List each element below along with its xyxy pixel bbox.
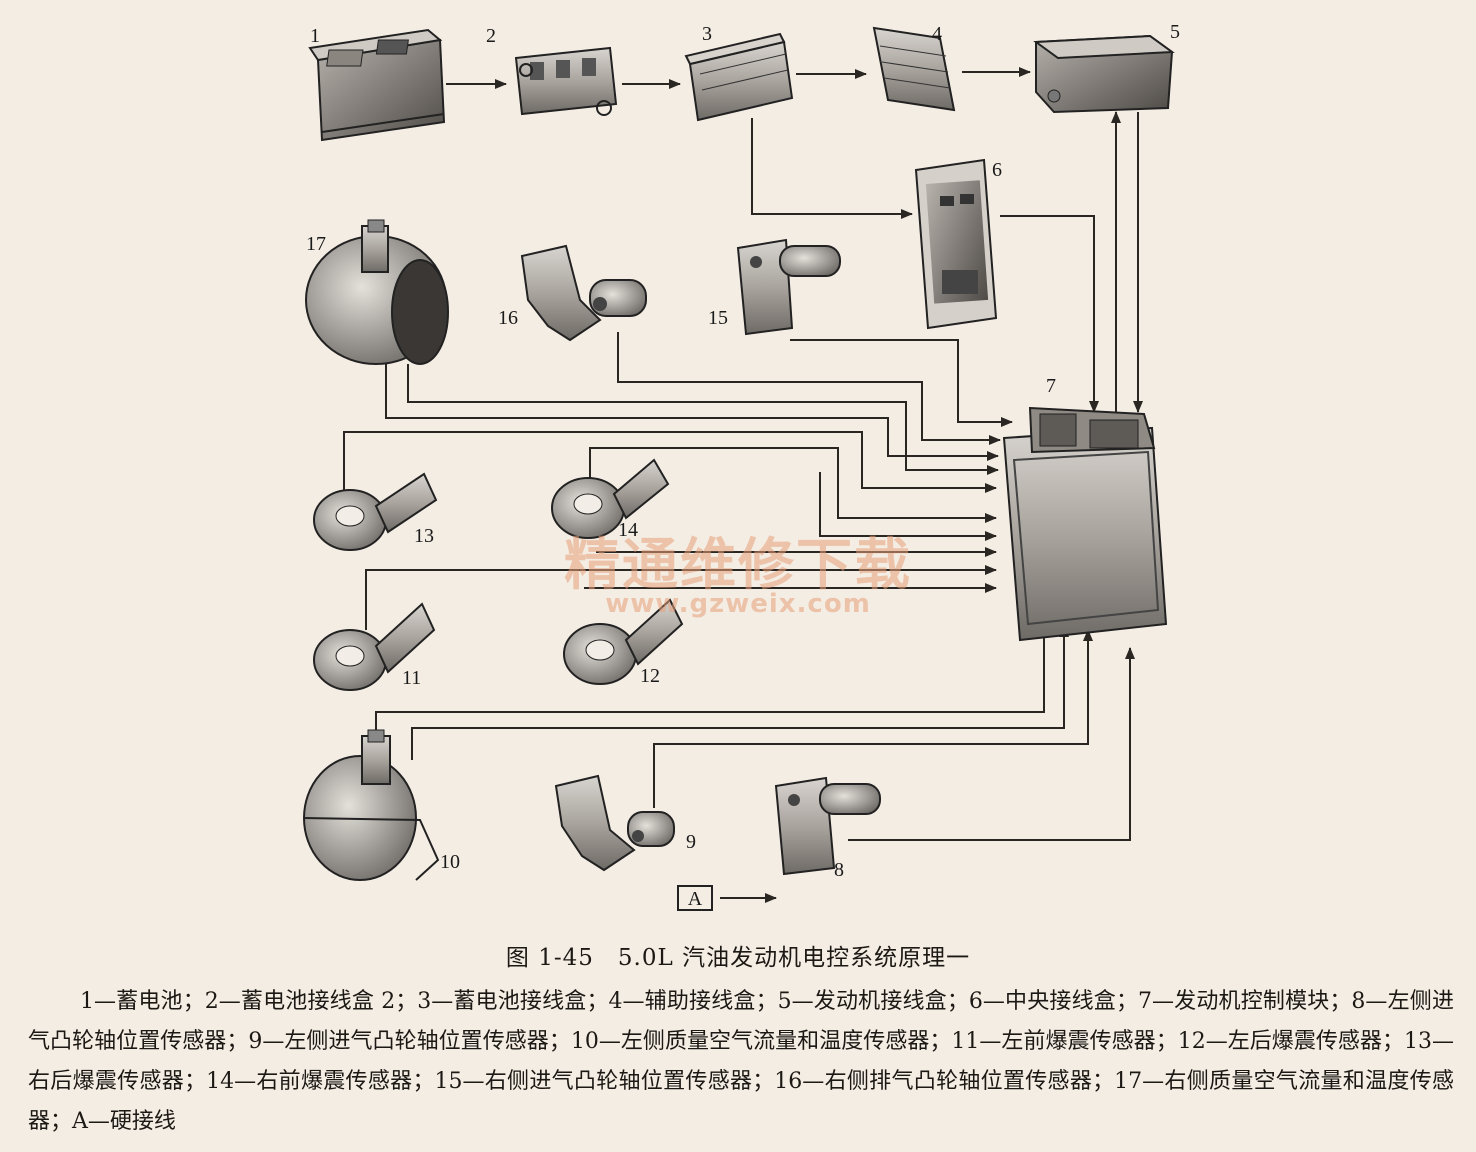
label-8: 8 — [834, 859, 844, 881]
left-intake-cam-sensor-9 — [554, 774, 675, 872]
central-junction-box — [914, 158, 998, 330]
battery-junction-box-2 — [514, 46, 618, 116]
engine-junction-box — [1033, 34, 1175, 114]
watermark-cn: 精通维修下载 — [564, 533, 912, 598]
watermark: 精通维修下载 www.gzweix.com — [564, 533, 912, 619]
label-10: 10 — [440, 851, 460, 873]
wiring — [343, 67, 1143, 841]
right-front-knock-sensor — [551, 458, 670, 539]
label-15: 15 — [708, 307, 728, 329]
hard-wire-legend: A — [677, 885, 777, 911]
label-14: 14 — [618, 519, 638, 541]
label-4: 4 — [932, 23, 942, 45]
figure-legend: 1—蓄电池；2—蓄电池接线盒 2；3—蓄电池接线盒；4—辅助接线盒；5—发动机接… — [28, 989, 1454, 1134]
label-9: 9 — [686, 831, 696, 853]
label-1: 1 — [310, 25, 320, 47]
label-13: 13 — [414, 525, 434, 547]
label-7: 7 — [1046, 375, 1056, 397]
label-6: 6 — [992, 159, 1002, 181]
battery-junction-box — [684, 32, 794, 122]
left-rear-knock-sensor — [563, 598, 684, 685]
figure-caption: 图 1-45 5.0L 汽油发动机电控系统原理一 — [505, 945, 971, 971]
left-front-knock-sensor — [313, 602, 436, 691]
right-intake-cam-sensor — [736, 238, 841, 336]
left-maf-sensor — [303, 729, 440, 881]
system-diagram: A 1 2 3 4 5 6 7 8 9 10 11 12 13 14 15 16… — [303, 21, 1180, 911]
label-12: 12 — [640, 665, 660, 687]
right-rear-knock-sensor — [313, 472, 438, 551]
label-11: 11 — [402, 667, 421, 689]
label-5: 5 — [1170, 21, 1180, 43]
component-numbers: 1 2 3 4 5 6 7 8 9 10 11 12 13 14 15 16 1… — [306, 21, 1180, 881]
left-intake-cam-sensor-8 — [774, 776, 881, 876]
right-maf-sensor — [305, 219, 449, 365]
label-17: 17 — [306, 233, 326, 255]
hard-wire-label: A — [688, 888, 703, 910]
watermark-url: www.gzweix.com — [605, 589, 871, 619]
battery — [308, 28, 446, 142]
auxiliary-junction-box — [872, 26, 956, 112]
label-2: 2 — [486, 25, 496, 47]
label-3: 3 — [702, 23, 712, 45]
engine-control-module — [1002, 406, 1168, 642]
right-exhaust-cam-sensor — [520, 244, 647, 342]
label-16: 16 — [498, 307, 518, 329]
